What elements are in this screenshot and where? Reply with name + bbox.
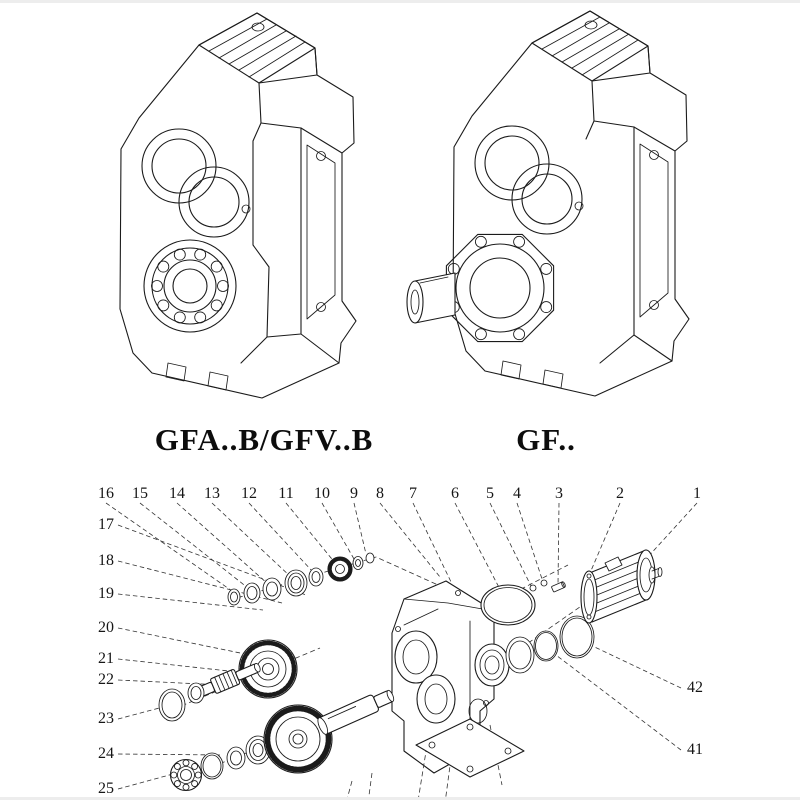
part-callout-8: 8 [376,485,384,502]
part-callout-2: 2 [616,485,624,502]
part-oil-seal [158,682,205,722]
part-flange-gasket [480,584,536,626]
model-label-gf: GF.. [516,422,576,457]
model-label-gfab-gfvb: GFA..B/GFV..B [154,422,374,457]
part-callout-4: 4 [513,485,521,502]
part-callout-41: 41 [687,741,703,758]
part-callout-42: 42 [687,679,703,696]
part-callout-19: 19 [98,585,114,602]
part-callout-22: 22 [98,671,114,688]
exploded-view-drawing [105,502,698,797]
part-callout-21: 21 [98,650,114,667]
output-flange [445,233,555,343]
part-callout-5: 5 [486,485,494,502]
part-output-shaft-exploded [317,689,395,735]
gearbox-drawing-gf [406,10,690,397]
leader-lines [105,502,698,790]
part-callout-9: 9 [350,485,358,502]
part-callout-11: 11 [278,485,294,502]
part-callout-14: 14 [169,485,185,502]
part-callout-18: 18 [98,552,114,569]
part-snap-ring [200,735,271,780]
part-callout-15: 15 [132,485,148,502]
part-rings-row [227,552,375,606]
part-gasket-plate [347,718,525,797]
part-callout-24: 24 [98,745,114,762]
output-shaft [406,272,456,324]
part-callout-1: 1 [693,485,701,502]
part-callout-10: 10 [314,485,330,502]
part-callout-6: 6 [451,485,459,502]
part-ball-bearing [169,758,203,792]
part-callout-17: 17 [98,516,114,533]
part-callout-13: 13 [204,485,220,502]
part-input-gear [327,556,353,582]
part-callout-7: 7 [409,485,417,502]
part-screws [529,579,566,593]
part-callout-25: 25 [98,780,114,797]
gearbox-drawing-gfab-gfvb [119,12,357,399]
part-callout-3: 3 [555,485,563,502]
part-motor-adapter [580,549,663,624]
part-callout-16: 16 [98,485,114,502]
part-callout-20: 20 [98,619,114,636]
technical-drawings [105,10,698,797]
part-helical-gear [263,704,333,774]
part-callout-12: 12 [241,485,257,502]
bearing-face [143,239,237,333]
part-right-bearing [474,615,595,687]
part-callout-23: 23 [98,710,114,727]
